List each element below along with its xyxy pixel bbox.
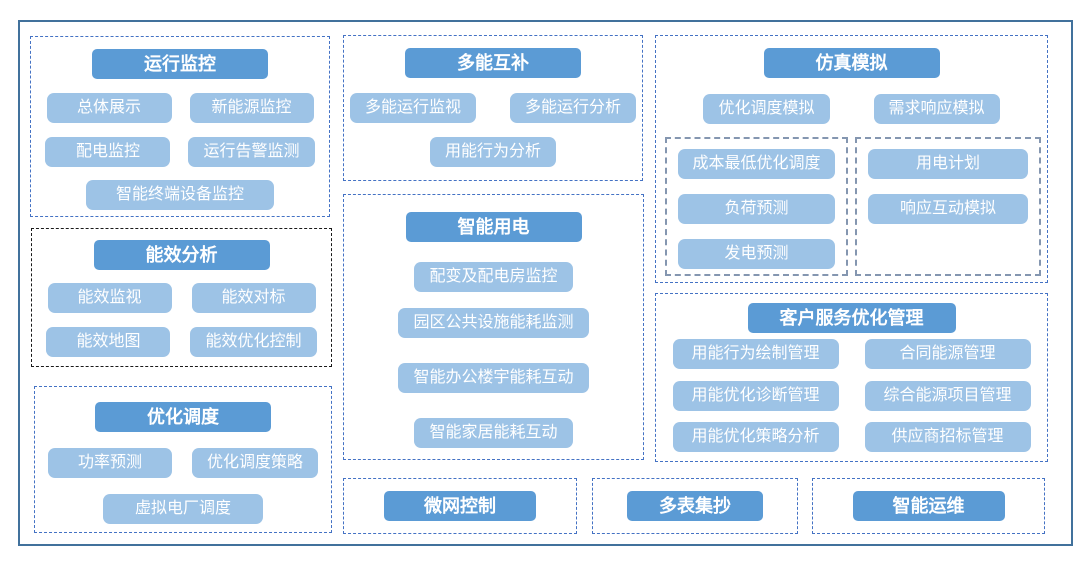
panel-multi-meter-reading: 多表集抄 xyxy=(592,478,798,534)
item-row: 智能家居能耗互动 xyxy=(414,418,573,448)
item-row: 园区公共设施能耗监测 xyxy=(398,308,589,338)
panel-title-multi-meter-reading: 多表集抄 xyxy=(627,491,763,521)
module-dispatch-strategy: 优化调度策略 xyxy=(191,448,318,478)
nested-group-response-simulation: 用电计划 响应互动模拟 xyxy=(855,137,1041,276)
item-row: 能效地图 能效优化控制 xyxy=(46,327,317,357)
module-contract-energy-mgmt: 合同能源管理 xyxy=(864,339,1031,369)
module-load-forecast: 负荷预测 xyxy=(678,194,835,224)
module-power-forecast: 功率预测 xyxy=(47,448,172,478)
item-row: 功率预测 优化调度策略 xyxy=(47,448,318,478)
module-electricity-plan: 用电计划 xyxy=(868,149,1028,179)
module-integrated-energy-project-mgmt: 综合能源项目管理 xyxy=(864,381,1031,411)
item-row: 智能终端设备监控 xyxy=(85,180,274,210)
item-row: 多能运行监视 多能运行分析 xyxy=(349,93,637,123)
panel-title-energy-analysis: 能效分析 xyxy=(93,240,270,270)
outer-frame xyxy=(18,20,1073,546)
module-overall-display: 总体展示 xyxy=(46,93,172,123)
panel-title-smart-operation-maintenance: 智能运维 xyxy=(852,491,1005,521)
module-least-cost-dispatch: 成本最低优化调度 xyxy=(678,149,835,179)
panel-microgrid-control: 微网控制 xyxy=(343,478,577,534)
panel-energy-analysis: 能效分析 能效监视 能效对标 能效地图 能效优化控制 xyxy=(31,228,332,367)
module-energy-behavior-analysis: 用能行为分析 xyxy=(429,137,556,167)
module-office-building-energy-interaction: 智能办公楼宇能耗互动 xyxy=(398,363,589,393)
panel-title-operation-monitoring: 运行监控 xyxy=(92,49,268,79)
panel-customer-service: 客户服务优化管理 用能行为绘制管理 合同能源管理 用能优化诊断管理 综合能源项目… xyxy=(655,293,1048,462)
module-distribution-monitoring: 配电监控 xyxy=(45,137,171,167)
item-row: 配电监控 运行告警监测 xyxy=(45,137,315,167)
module-park-facility-energy-monitoring: 园区公共设施能耗监测 xyxy=(398,308,589,338)
panel-title-simulation: 仿真模拟 xyxy=(763,48,940,78)
panel-title-customer-service: 客户服务优化管理 xyxy=(747,303,956,333)
panel-title-optimal-dispatch: 优化调度 xyxy=(95,402,271,432)
module-energy-optimization-diagnosis-mgmt: 用能优化诊断管理 xyxy=(672,381,839,411)
nested-group-dispatch-simulation: 成本最低优化调度 负荷预测 发电预测 xyxy=(665,137,848,276)
item-row: 用能行为分析 xyxy=(429,137,556,167)
module-alarm-monitoring: 运行告警监测 xyxy=(188,137,315,167)
module-energy-optimization-strategy-analysis: 用能优化策略分析 xyxy=(672,422,839,452)
module-dispatch-simulation: 优化调度模拟 xyxy=(703,94,830,124)
panel-optimal-dispatch: 优化调度 功率预测 优化调度策略 虚拟电厂调度 xyxy=(34,386,332,533)
item-row: 用能行为绘制管理 合同能源管理 xyxy=(672,339,1031,369)
module-transformer-room-monitoring: 配变及配电房监控 xyxy=(414,262,573,292)
item-row: 能效监视 能效对标 xyxy=(47,283,316,313)
item-row: 用能优化诊断管理 综合能源项目管理 xyxy=(672,381,1031,411)
module-new-energy-monitoring: 新能源监控 xyxy=(189,93,314,123)
panel-smart-electricity: 智能用电 配变及配电房监控 园区公共设施能耗监测 智能办公楼宇能耗互动 智能家居… xyxy=(343,194,644,460)
module-efficiency-monitoring: 能效监视 xyxy=(47,283,172,313)
item-row: 配变及配电房监控 xyxy=(414,262,573,292)
module-response-interaction-simulation: 响应互动模拟 xyxy=(868,194,1028,224)
module-generation-forecast: 发电预测 xyxy=(678,239,835,269)
module-multi-energy-monitoring: 多能运行监视 xyxy=(349,93,476,123)
module-supplier-bidding-mgmt: 供应商招标管理 xyxy=(864,422,1031,452)
item-row: 用能优化策略分析 供应商招标管理 xyxy=(672,422,1031,452)
module-smart-home-energy-interaction: 智能家居能耗互动 xyxy=(414,418,573,448)
panel-operation-monitoring: 运行监控 总体展示 新能源监控 配电监控 运行告警监测 智能终端设备监控 xyxy=(30,36,330,217)
panel-title-microgrid-control: 微网控制 xyxy=(384,491,536,521)
module-efficiency-optimization-control: 能效优化控制 xyxy=(190,327,317,357)
panel-smart-operation-maintenance: 智能运维 xyxy=(812,478,1045,534)
panel-multi-energy: 多能互补 多能运行监视 多能运行分析 用能行为分析 xyxy=(343,35,643,181)
item-row: 总体展示 新能源监控 xyxy=(46,93,314,123)
module-virtual-power-plant-dispatch: 虚拟电厂调度 xyxy=(102,494,263,524)
panel-simulation: 仿真模拟 优化调度模拟 需求响应模拟 成本最低优化调度 负荷预测 发电预测 用电… xyxy=(655,35,1048,283)
module-multi-energy-analysis: 多能运行分析 xyxy=(510,93,637,123)
item-row: 虚拟电厂调度 xyxy=(102,494,263,524)
module-efficiency-benchmarking: 能效对标 xyxy=(191,283,316,313)
panel-title-smart-electricity: 智能用电 xyxy=(405,212,582,242)
module-smart-terminal-monitoring: 智能终端设备监控 xyxy=(85,180,274,210)
module-energy-behavior-mapping-mgmt: 用能行为绘制管理 xyxy=(672,339,839,369)
module-efficiency-map: 能效地图 xyxy=(46,327,171,357)
panel-title-multi-energy: 多能互补 xyxy=(405,48,581,78)
item-row: 智能办公楼宇能耗互动 xyxy=(398,363,589,393)
module-demand-response-simulation: 需求响应模拟 xyxy=(873,94,1000,124)
item-row: 优化调度模拟 需求响应模拟 xyxy=(703,94,1000,124)
